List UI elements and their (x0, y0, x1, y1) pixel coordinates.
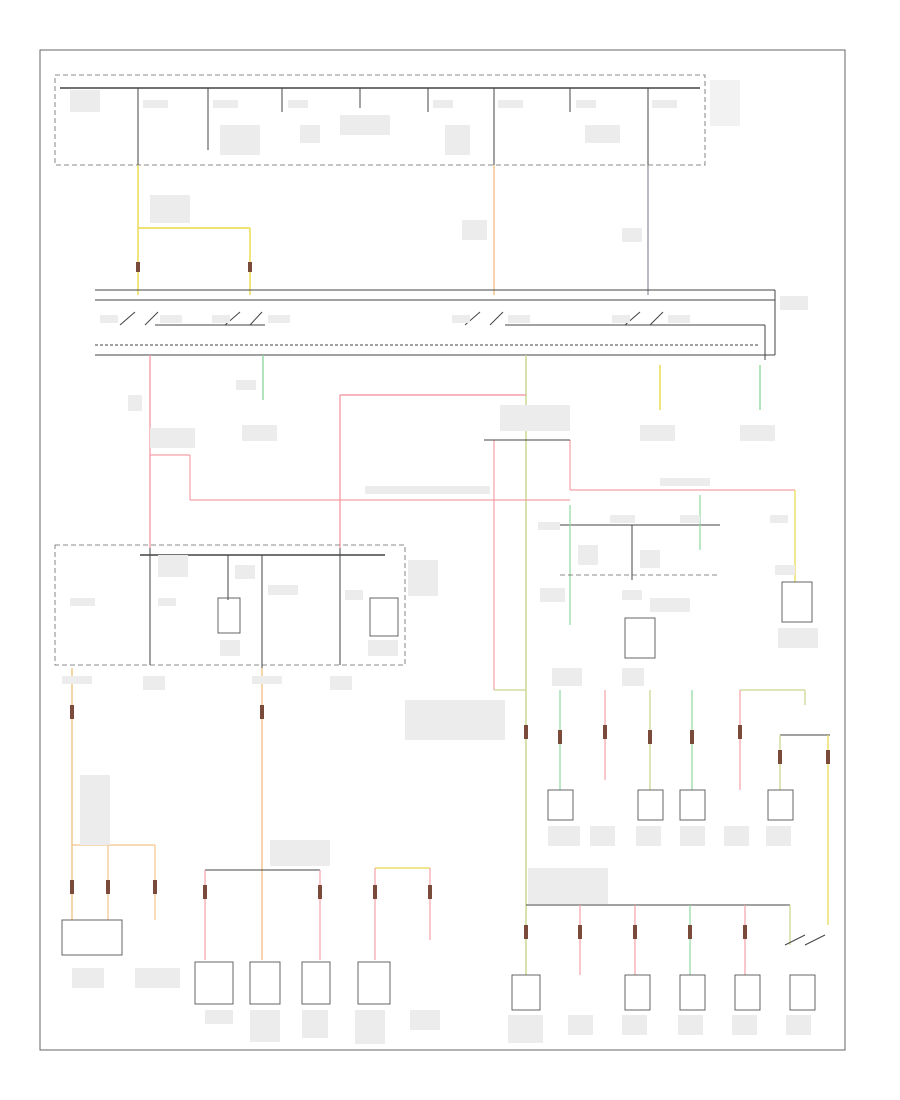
right-lower-loads (405, 668, 830, 1043)
feed-wires-top (136, 165, 649, 295)
central-fuse-panel (54, 544, 438, 668)
connector-markers (70, 705, 830, 939)
fuse-labels (70, 90, 677, 155)
ignition-switch-band (95, 289, 808, 360)
page-frame (39, 49, 846, 1051)
ignition-outputs (128, 355, 796, 691)
fuse-panel-label (710, 80, 740, 126)
fuse-taps (137, 88, 649, 165)
switch-contacts (119, 311, 766, 360)
central-outputs (62, 668, 431, 960)
relay-subpanel (538, 495, 818, 659)
bottom-left-components (61, 919, 440, 1044)
top-fuse-panel (54, 74, 740, 166)
